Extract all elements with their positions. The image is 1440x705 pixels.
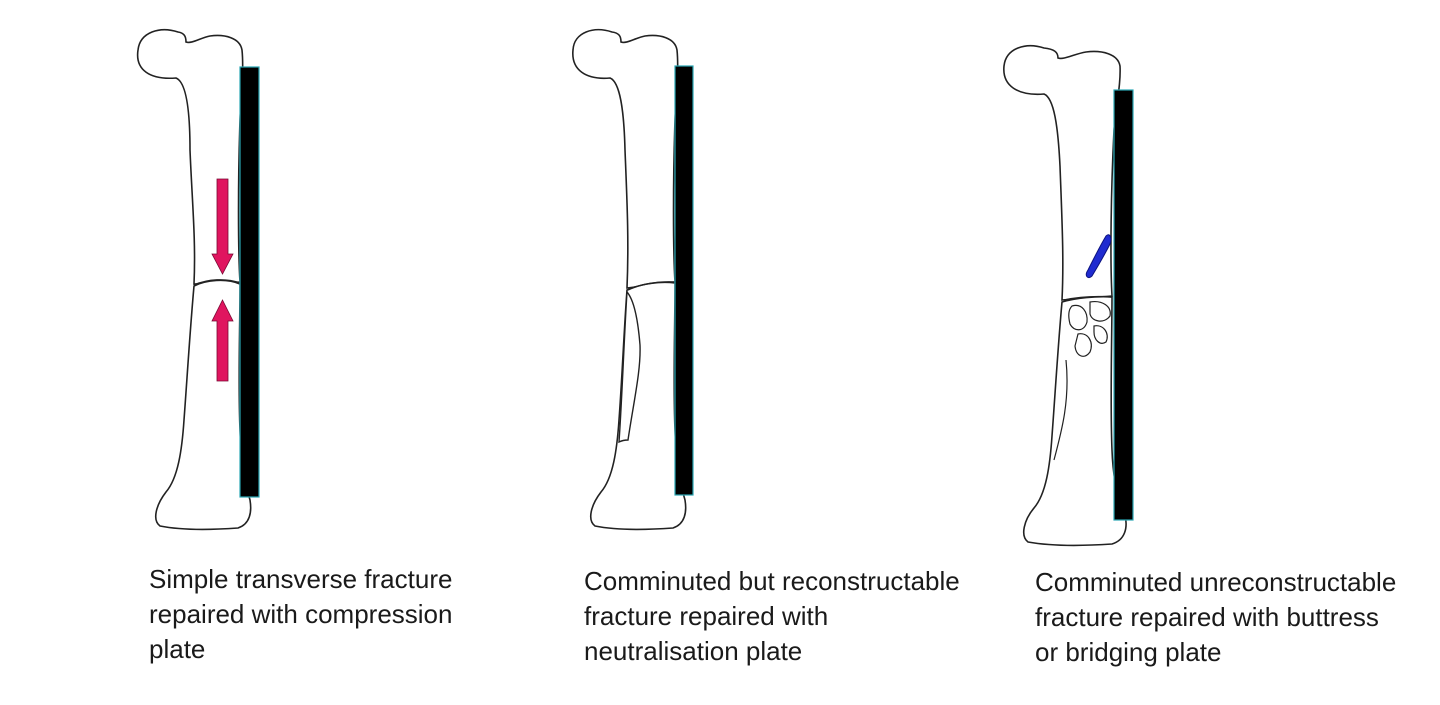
- femur-proximal-icon: [136, 28, 244, 285]
- caption-simple-transverse: Simple transverse fracture repaired with…: [149, 562, 452, 667]
- caption-line: repaired with compression: [149, 599, 453, 629]
- femur-proximal-icon: [572, 28, 679, 289]
- neutralisation-plate-icon: [674, 65, 694, 496]
- femur-distal-icon: [154, 279, 252, 531]
- fracture-line-icon: [1053, 359, 1068, 461]
- caption-line: Comminuted but reconstructable: [584, 566, 960, 596]
- fracture-line-icon: [193, 279, 241, 286]
- caption-line: plate: [149, 634, 206, 664]
- butterfly-fragment-icon: [618, 290, 641, 444]
- caption-line: Simple transverse fracture: [149, 564, 453, 594]
- caption-line: fracture repaired with: [584, 601, 829, 631]
- fracture-line-icon: [1063, 295, 1113, 301]
- femur-distal-icon: [589, 281, 687, 531]
- panel-comminuted-reconstructable: [572, 28, 694, 531]
- caption-line: or bridging plate: [1035, 637, 1222, 667]
- displaced-fragment-icon: [1085, 234, 1112, 279]
- femur-distal-icon: [1022, 295, 1127, 547]
- comminution-fragment-icon: [1068, 304, 1088, 331]
- comminution-fragment-icon: [1093, 325, 1108, 344]
- compression-arrow-down-icon: [211, 178, 234, 275]
- femur-proximal-icon: [1003, 44, 1121, 301]
- caption-line: neutralisation plate: [584, 636, 803, 666]
- fracture-line-icon: [627, 281, 676, 291]
- caption-line: fracture repaired with buttress: [1035, 602, 1379, 632]
- comminution-fragment-icon: [1089, 301, 1111, 322]
- caption-line: Comminuted unreconstructable: [1035, 567, 1397, 597]
- bridging-plate-icon: [1113, 89, 1134, 521]
- panel-comminuted-unreconstructable: [1003, 44, 1134, 547]
- comminution-fragment-icon: [1074, 333, 1092, 357]
- compression-plate-icon: [239, 66, 260, 498]
- compression-arrow-up-icon: [211, 299, 234, 382]
- caption-comminuted-unreconstructable: Comminuted unreconstructable fracture re…: [1035, 565, 1396, 670]
- caption-comminuted-reconstructable: Comminuted but reconstructable fracture …: [584, 564, 960, 669]
- panel-simple-transverse: [136, 28, 260, 531]
